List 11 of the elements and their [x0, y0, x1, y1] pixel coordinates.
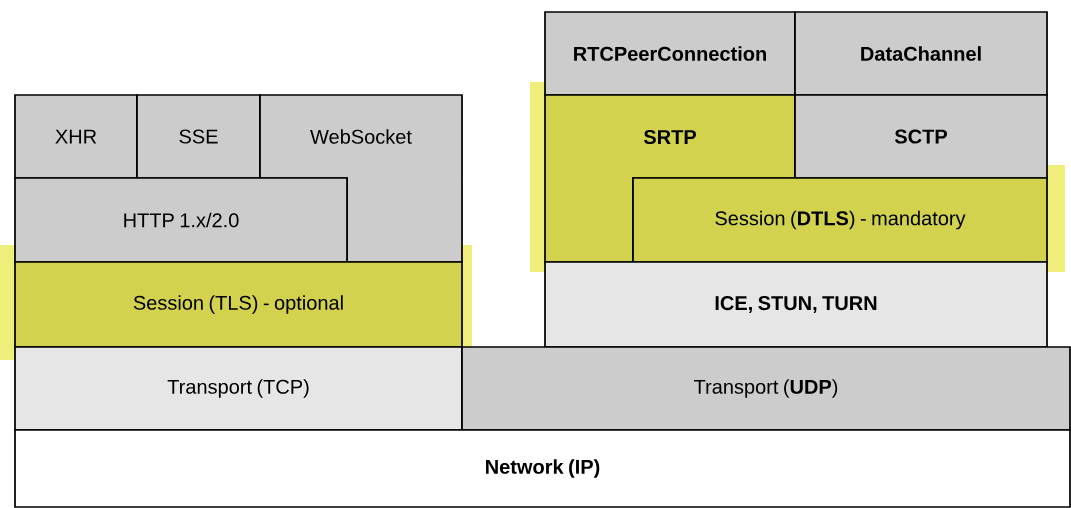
protocol-layer-box: ICE, STUN, TURN — [544, 261, 1048, 348]
protocol-layer-box: Transport (TCP) — [14, 346, 463, 431]
protocol-layer-box: XHR — [14, 94, 138, 179]
protocol-layer-box: SSE — [136, 94, 261, 179]
protocol-layer-box: DataChannel — [794, 11, 1048, 96]
protocol-layer-box: Session (TLS) - optional — [14, 261, 463, 348]
protocol-layer-box: RTCPeerConnection — [544, 11, 796, 96]
protocol-layer-box: Session (DTLS) - mandatory — [632, 177, 1048, 263]
protocol-layer-box: SCTP — [794, 94, 1048, 179]
protocol-layer-box: Transport (UDP) — [461, 346, 1071, 431]
protocol-layer-box: Network (IP) — [14, 429, 1071, 508]
